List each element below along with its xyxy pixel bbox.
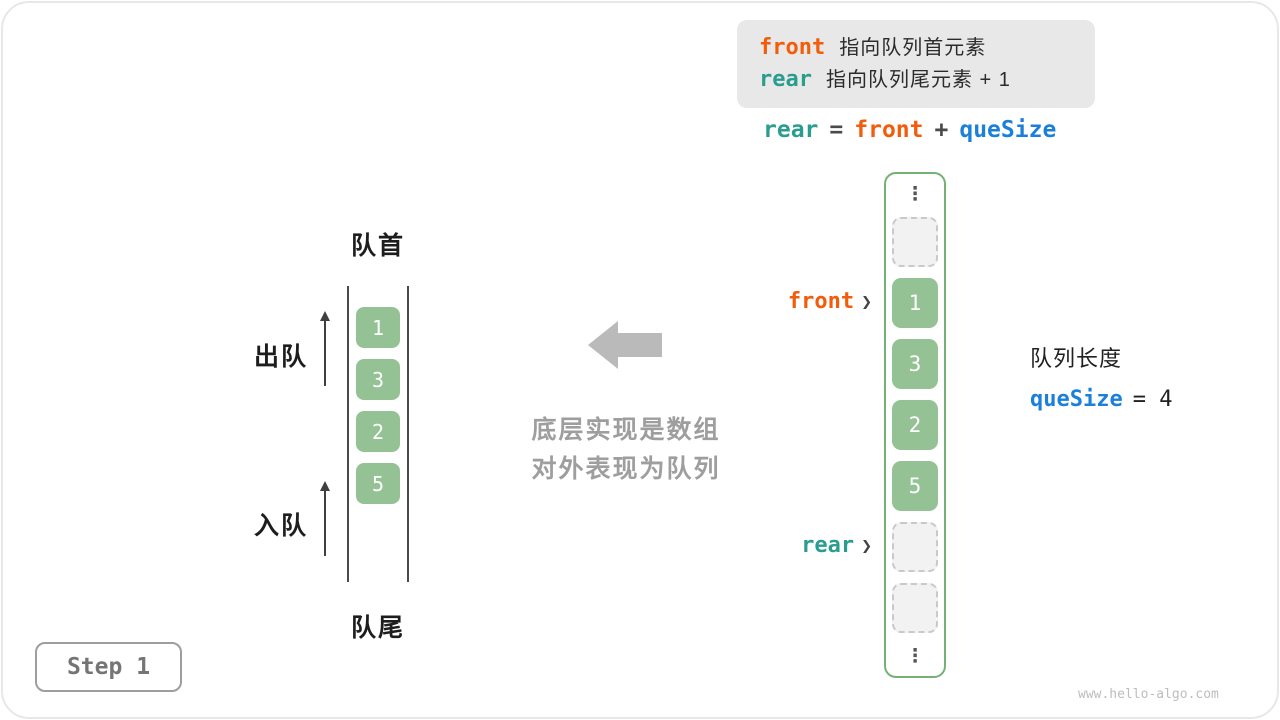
formula: rear = front + queSize — [763, 117, 1056, 143]
rear-description: 指向队列尾元素 + 1 — [825, 69, 1011, 91]
queue-cell: 2 — [356, 411, 400, 452]
array-cell-empty — [892, 522, 938, 572]
dequeue-up-arrow-icon — [320, 311, 330, 386]
step-badge: Step 1 — [35, 642, 182, 692]
watermark: www.hello-algo.com — [1078, 687, 1219, 702]
rear-pointer-label: rear — [801, 532, 855, 558]
formula-quesize: queSize — [959, 117, 1057, 143]
dequeue-label: 出队 — [254, 343, 309, 371]
queue-length-label: 队列长度 — [1030, 346, 1123, 371]
array-column: ⋮ 1 3 2 5 ⋮ — [884, 172, 946, 678]
arrow-shaft — [618, 333, 662, 357]
ellipsis-icon: ⋮ — [905, 183, 925, 205]
formula-rear: rear — [763, 117, 819, 143]
array-cell-empty — [892, 583, 938, 633]
center-caption: 底层实现是数组 对外表现为队列 — [495, 411, 757, 489]
front-keyword: front — [759, 35, 826, 60]
enqueue-up-arrow-icon — [320, 481, 330, 556]
array-cell: 2 — [892, 400, 938, 450]
array-cell: 5 — [892, 461, 938, 511]
rear-keyword: rear — [759, 67, 812, 92]
array-cell: 3 — [892, 339, 938, 389]
queue-length-value: queSize = 4 — [1030, 387, 1172, 412]
formula-equals: = — [829, 117, 844, 143]
formula-plus: + — [934, 117, 949, 143]
arrow-head — [588, 321, 618, 369]
queue-cell: 5 — [356, 463, 400, 504]
legend-rear-line: rear 指向队列尾元素 + 1 — [759, 65, 1073, 95]
front-pointer-arrow-icon: ❯ — [861, 294, 872, 310]
quesize-var: queSize — [1030, 387, 1123, 412]
array-cell-empty — [892, 217, 938, 267]
left-block-arrow-icon — [588, 321, 662, 369]
caption-line2: 对外表现为队列 — [531, 455, 721, 483]
queue-head-label: 队首 — [350, 232, 405, 260]
quesize-value: = 4 — [1132, 387, 1173, 412]
queue-cells: 1 3 2 5 — [356, 307, 400, 504]
array-cell: 1 — [892, 278, 938, 328]
queue-length-info: 队列长度 queSize = 4 — [1030, 341, 1172, 412]
legend-front-line: front 指向队列首元素 — [759, 33, 1073, 63]
queue-cell: 3 — [356, 359, 400, 400]
front-pointer: front ❯ — [760, 288, 872, 314]
queue-cell: 1 — [356, 307, 400, 348]
queue-left-wall — [347, 286, 349, 582]
queue-right-wall — [407, 286, 409, 582]
legend-box: front 指向队列首元素 rear 指向队列尾元素 + 1 — [737, 20, 1095, 108]
caption-line1: 底层实现是数组 — [531, 416, 721, 444]
ellipsis-icon: ⋮ — [905, 645, 925, 667]
enqueue-label: 入队 — [254, 512, 309, 540]
formula-front: front — [854, 117, 924, 143]
front-description: 指向队列首元素 — [839, 37, 987, 59]
queue-tail-label: 队尾 — [350, 614, 405, 642]
rear-pointer: rear ❯ — [760, 532, 872, 558]
front-pointer-label: front — [787, 288, 855, 314]
rear-pointer-arrow-icon: ❯ — [861, 538, 872, 554]
